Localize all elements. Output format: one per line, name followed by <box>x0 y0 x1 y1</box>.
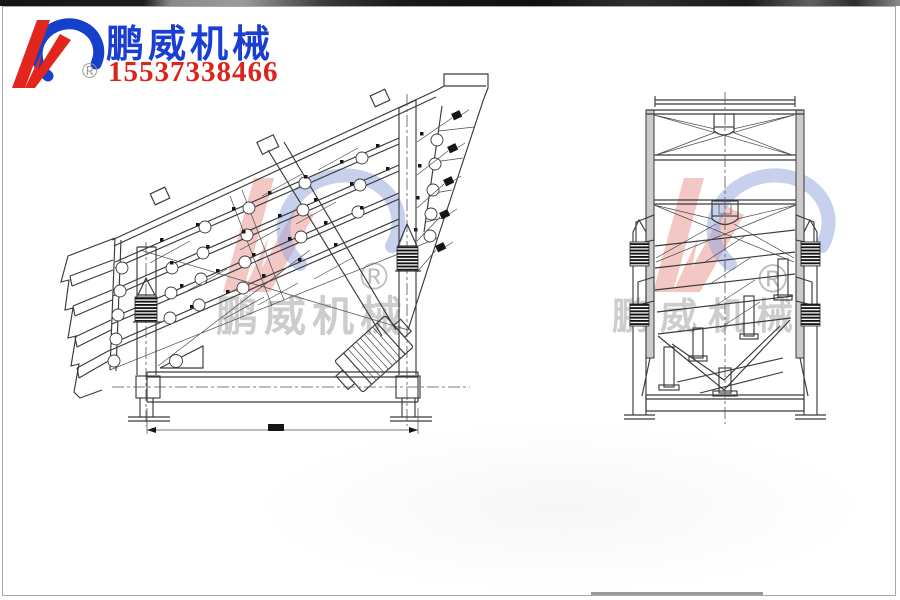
side-view <box>60 73 489 434</box>
support-spring <box>800 241 821 267</box>
spring-bracket <box>795 276 813 306</box>
support-spring <box>800 303 821 327</box>
front-view <box>624 92 826 424</box>
phone-number: 15537338466 <box>108 56 279 88</box>
base-frame <box>112 345 470 422</box>
feed-end-bolt-details <box>416 109 470 273</box>
support-spring <box>629 241 650 267</box>
cross-bracing-upper <box>653 114 795 156</box>
logo-mark-icon <box>12 18 105 88</box>
foot <box>624 414 655 420</box>
spring-mount <box>137 276 156 296</box>
logo-w-stroke <box>25 34 71 88</box>
bolt-leader-lines <box>149 147 359 320</box>
spring-bracket <box>635 214 655 245</box>
company-logo: 鹏威机械 ® 15537338466 <box>0 0 300 100</box>
dimension-label-blob <box>268 424 284 431</box>
dimension-line <box>146 408 419 434</box>
mount-tab <box>149 186 171 206</box>
feet <box>128 416 432 422</box>
support-column-front <box>133 242 161 426</box>
spring-bracket <box>637 276 655 306</box>
mount-tab <box>256 134 280 156</box>
watermark-text: 鹏威机械 <box>216 293 408 340</box>
support-spring <box>629 303 650 327</box>
company-name: 鹏威机械 <box>106 24 275 66</box>
watermark-left: ® 鹏威机械 <box>216 168 408 340</box>
spring-bracket <box>795 214 815 245</box>
side-post-right <box>795 214 826 420</box>
photo-bottom-edge-line <box>591 592 763 595</box>
logo-w-stroke <box>12 20 50 88</box>
deck-holes <box>107 133 444 368</box>
watermark-logo-icon <box>653 168 836 292</box>
support-spring <box>396 246 419 271</box>
paper-stain <box>250 420 870 595</box>
support-spring <box>134 296 158 322</box>
side-post-left <box>624 214 655 420</box>
feed-funnel-top <box>713 113 735 136</box>
deck-bolts <box>149 132 424 320</box>
discharge-chute <box>60 237 116 399</box>
spring-mount <box>397 222 418 247</box>
foot <box>795 414 826 420</box>
support-column-rear <box>395 94 421 426</box>
cross-bracing-middle <box>653 204 797 263</box>
photo-top-edge <box>0 0 900 6</box>
registered-mark: ® <box>82 60 98 83</box>
mount-tab <box>369 88 391 108</box>
watermark-registered-mark: ® <box>758 257 787 301</box>
